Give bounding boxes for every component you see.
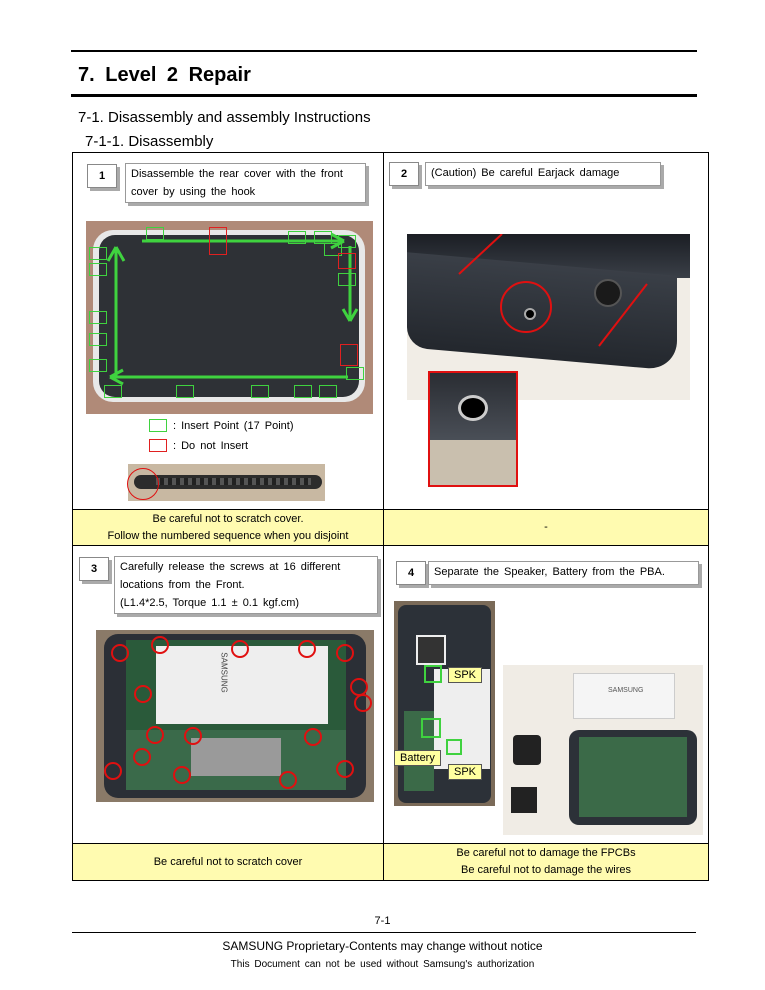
subsection-title: 7-1-1. Disassembly (85, 133, 214, 150)
legend-do-not-insert: : Do not Insert (149, 439, 248, 452)
step-instruction: Disassemble the rear cover with the fron… (125, 163, 366, 203)
instruction-line: (L1.4*2.5, Torque 1.1 ± 0.1 kgf.cm) (120, 597, 300, 609)
step-1-cell: 1 Disassemble the rear cover with the fr… (72, 152, 384, 510)
step-number: 3 (79, 557, 109, 581)
step-1-note: Be careful not to scratch cover. Follow … (72, 509, 384, 546)
step-instruction: (Caution) Be careful Earjack damage (425, 162, 661, 186)
note-line: Follow the numbered sequence when you di… (107, 529, 349, 542)
instruction-line: Separate the Speaker, Battery from the P… (434, 566, 665, 578)
insertion-sequence-arrows (106, 232, 359, 386)
step-number: 4 (396, 561, 426, 585)
footer-authorization: This Document can not be used without Sa… (230, 959, 535, 970)
footer-rule (72, 932, 696, 933)
note-line: Be careful not to damage the wires (461, 864, 631, 876)
instruction-line: cover by using the hook (131, 186, 256, 198)
green-swatch (149, 419, 167, 432)
spk-label-bottom: SPK (448, 764, 483, 780)
side-profile-photo (128, 464, 325, 501)
rear-cover-photo (86, 221, 373, 414)
step-4-note: Be careful not to damage the FPCBs Be ca… (383, 843, 709, 881)
legend-no-insert-text: : Do not Insert (173, 439, 249, 452)
instruction-line: (Caution) Be careful Earjack damage (431, 167, 620, 179)
step-instruction: Carefully release the screws at 16 diffe… (114, 556, 378, 614)
step-number: 2 (389, 162, 419, 186)
legend-insert-point: : Insert Point (17 Point) (149, 419, 294, 432)
page-number: 7-1 (374, 915, 391, 927)
note-line: Be careful not to scratch cover. (152, 512, 304, 525)
note-line: Be careful not to damage the FPCBs (456, 847, 636, 859)
earjack-closeup-photo (428, 371, 518, 487)
header-top-rule (71, 50, 697, 52)
screws-photo: SAMSUNG (96, 630, 374, 802)
note-line: Be careful not to scratch cover (153, 855, 303, 868)
step-number: 1 (87, 164, 117, 188)
step-3-note: Be careful not to scratch cover (72, 843, 384, 881)
step-2-cell: 2 (Caution) Be careful Earjack damage (383, 152, 709, 510)
battery-brand-text: SAMSUNG (219, 652, 229, 693)
header-bottom-rule (71, 94, 697, 97)
battery-brand-text: SAMSUNG (608, 687, 644, 694)
footer-notice: SAMSUNG Proprietary-Contents may change … (222, 939, 543, 953)
battery-label: Battery (394, 750, 441, 766)
disassembly-steps-table: 1 Disassemble the rear cover with the fr… (72, 152, 709, 881)
instruction-line: Disassemble the rear cover with the fron… (131, 168, 343, 180)
step-instruction: Separate the Speaker, Battery from the P… (428, 561, 699, 585)
hook-highlight-circle (127, 468, 159, 500)
red-swatch (149, 439, 167, 452)
damage-arrows (458, 234, 648, 347)
earjack-highlight-circle (500, 281, 552, 333)
step-4-cell: 4 Separate the Speaker, Battery from the… (383, 545, 709, 844)
note-line: - (544, 521, 548, 533)
spk-label-top: SPK (448, 667, 483, 683)
instruction-line: Carefully release the screws at 16 diffe… (120, 561, 341, 573)
step-3-cell: 3 Carefully release the screws at 16 dif… (72, 545, 384, 844)
pba-photo (394, 601, 495, 806)
legend-insert-text: : Insert Point (17 Point) (173, 419, 294, 432)
instruction-line: locations from the Front. (120, 579, 245, 591)
separated-parts-photo: SAMSUNG (503, 665, 703, 835)
step-2-note: - (383, 509, 709, 546)
chapter-title: 7. Level 2 Repair (78, 64, 251, 86)
section-title: 7-1. Disassembly and assembly Instructio… (78, 109, 371, 126)
